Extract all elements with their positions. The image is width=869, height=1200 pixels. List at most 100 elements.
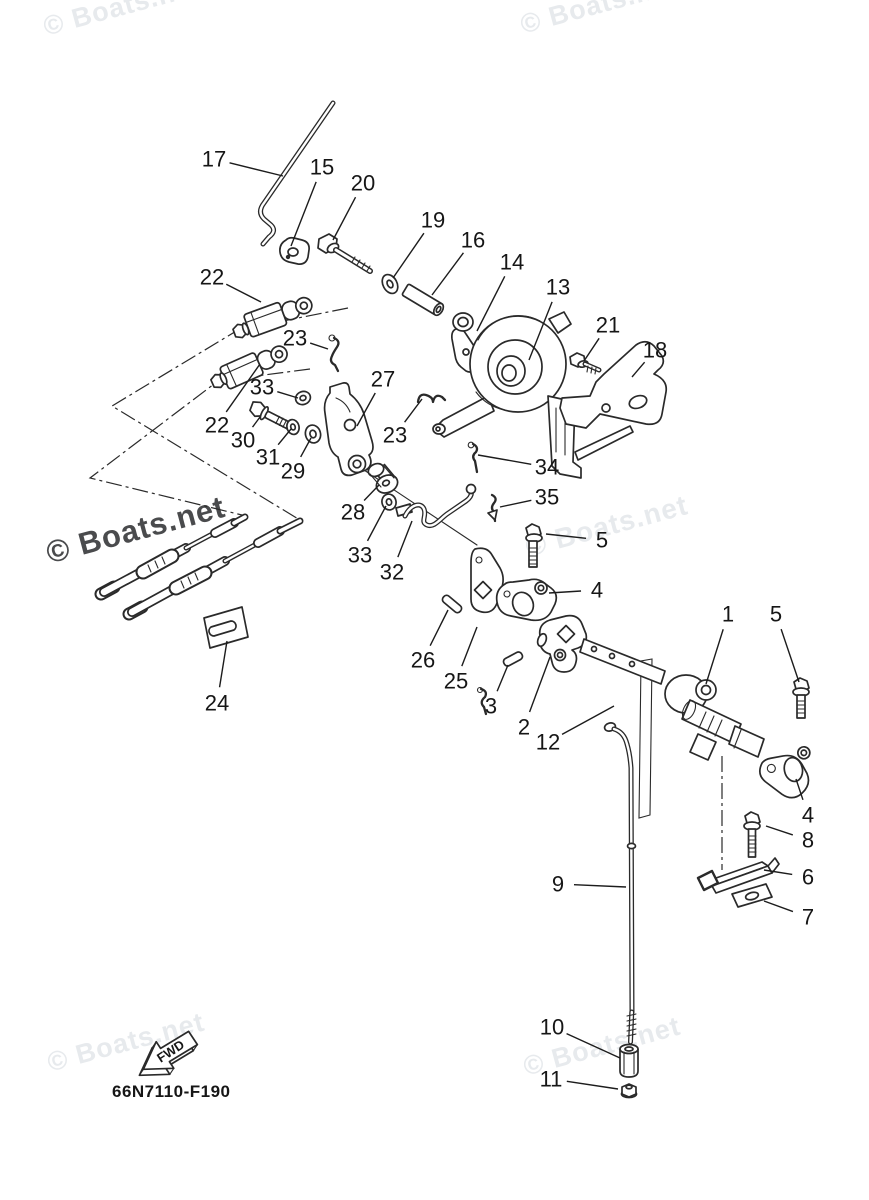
callout-1: 1 bbox=[722, 602, 734, 627]
leader-line-28 bbox=[363, 484, 380, 501]
part-clamp-4-upper bbox=[495, 578, 558, 622]
part-link-rod-17 bbox=[258, 100, 336, 247]
leader-line-33 bbox=[366, 505, 387, 542]
leader-line-34 bbox=[477, 454, 532, 465]
callout-8: 8 bbox=[802, 828, 814, 853]
callout-22: 22 bbox=[200, 265, 224, 290]
callout-9: 9 bbox=[552, 872, 564, 897]
part-throttle-shaft-1 bbox=[579, 638, 765, 761]
part-code: 66N7110-F190 bbox=[112, 1082, 230, 1101]
callout-layer: 1234455678910111213141516171819202122222… bbox=[200, 147, 814, 1092]
leader-line-12 bbox=[561, 705, 615, 735]
part-tag-24 bbox=[203, 606, 249, 649]
part-spring-pin-23-left bbox=[328, 334, 340, 373]
callout-23: 23 bbox=[383, 423, 407, 448]
callout-22: 22 bbox=[205, 413, 229, 438]
leader-line-26 bbox=[429, 609, 449, 647]
part-bracket-27 bbox=[323, 381, 374, 477]
part-nut-11 bbox=[620, 1083, 638, 1099]
leader-line-23 bbox=[309, 342, 329, 350]
callout-24: 24 bbox=[205, 691, 229, 716]
leader-line-35 bbox=[499, 499, 532, 508]
leader-line-18 bbox=[631, 361, 646, 378]
leader-line-14 bbox=[476, 275, 506, 332]
leader-line-16 bbox=[431, 252, 464, 296]
leader-line-22 bbox=[225, 283, 262, 303]
part-bolt-5-upper bbox=[525, 523, 543, 568]
part-joint-2 bbox=[536, 614, 588, 673]
part-cotter-pin-12 bbox=[476, 686, 488, 716]
leader-line-22 bbox=[225, 363, 261, 413]
callout-14: 14 bbox=[500, 250, 524, 275]
leader-line-13 bbox=[528, 301, 553, 361]
callout-5: 5 bbox=[770, 602, 782, 627]
leader-line-5 bbox=[545, 533, 587, 539]
callout-29: 29 bbox=[281, 459, 305, 484]
leader-line-23 bbox=[404, 398, 423, 423]
part-nut-upper bbox=[232, 322, 250, 339]
part-throttle-cam-13 bbox=[432, 311, 572, 438]
leader-line-33 bbox=[277, 391, 299, 399]
leader-line-9 bbox=[573, 884, 627, 888]
callout-25: 25 bbox=[444, 669, 468, 694]
leader-line-6 bbox=[763, 869, 793, 876]
callout-4: 4 bbox=[591, 578, 603, 603]
part-cotter-pin-35 bbox=[487, 493, 498, 523]
callout-23: 23 bbox=[283, 326, 307, 351]
callout-34: 34 bbox=[535, 455, 559, 480]
callout-31: 31 bbox=[256, 445, 280, 470]
part-bolt-20 bbox=[317, 233, 373, 274]
part-washer-33-upper bbox=[294, 390, 312, 406]
callout-19: 19 bbox=[421, 208, 445, 233]
callout-33: 33 bbox=[250, 375, 274, 400]
part-lever-clamp-15 bbox=[279, 236, 310, 265]
callout-2: 2 bbox=[518, 715, 530, 740]
part-link-25 bbox=[470, 547, 504, 614]
callout-27: 27 bbox=[371, 367, 395, 392]
leader-line-11 bbox=[566, 1080, 619, 1090]
throttle-cable-lower bbox=[122, 517, 304, 621]
callout-11: 11 bbox=[540, 1067, 563, 1092]
part-spring-pin-23-right bbox=[416, 393, 447, 404]
leader-line-27 bbox=[356, 392, 376, 427]
callout-26: 26 bbox=[411, 648, 435, 673]
leader-line-17 bbox=[229, 162, 284, 177]
callout-13: 13 bbox=[546, 275, 570, 300]
callout-28: 28 bbox=[341, 500, 365, 525]
leader-line-30 bbox=[251, 416, 261, 428]
leader-line-8 bbox=[765, 825, 794, 836]
throttle-cable-upper bbox=[94, 513, 249, 601]
leader-line-20 bbox=[332, 196, 357, 241]
callout-20: 20 bbox=[351, 171, 375, 196]
callout-7: 7 bbox=[802, 905, 814, 930]
fwd-arrow: FWD bbox=[138, 1030, 199, 1077]
part-rod-9 bbox=[603, 722, 637, 1045]
callout-10: 10 bbox=[540, 1015, 564, 1040]
part-cotter-pin-34 bbox=[467, 441, 479, 474]
callout-5: 5 bbox=[596, 528, 608, 553]
leader-line-25 bbox=[461, 626, 478, 667]
leader-line-1 bbox=[705, 629, 724, 685]
leader-line-15 bbox=[290, 181, 317, 247]
callout-30: 30 bbox=[231, 428, 255, 453]
leader-line-10 bbox=[566, 1033, 621, 1059]
part-plate-7 bbox=[731, 883, 773, 908]
part-washer-29 bbox=[304, 424, 322, 444]
part-spacer-10 bbox=[619, 1043, 639, 1078]
leader-line-5 bbox=[780, 628, 800, 683]
callout-18: 18 bbox=[643, 338, 667, 363]
leader-line-31 bbox=[277, 428, 292, 446]
part-bushing-28 bbox=[367, 462, 399, 494]
leader-line-19 bbox=[392, 232, 425, 279]
part-wave-rod-32 bbox=[395, 483, 477, 529]
part-washer-19 bbox=[381, 273, 399, 295]
part-pin-16 bbox=[401, 283, 445, 317]
callout-12: 12 bbox=[536, 730, 560, 755]
callout-15: 15 bbox=[310, 155, 334, 180]
part-washer-33-lower bbox=[381, 493, 397, 511]
part-nut-lower bbox=[210, 372, 228, 389]
part-bolt-21 bbox=[569, 352, 602, 375]
leader-line-7 bbox=[763, 900, 794, 913]
